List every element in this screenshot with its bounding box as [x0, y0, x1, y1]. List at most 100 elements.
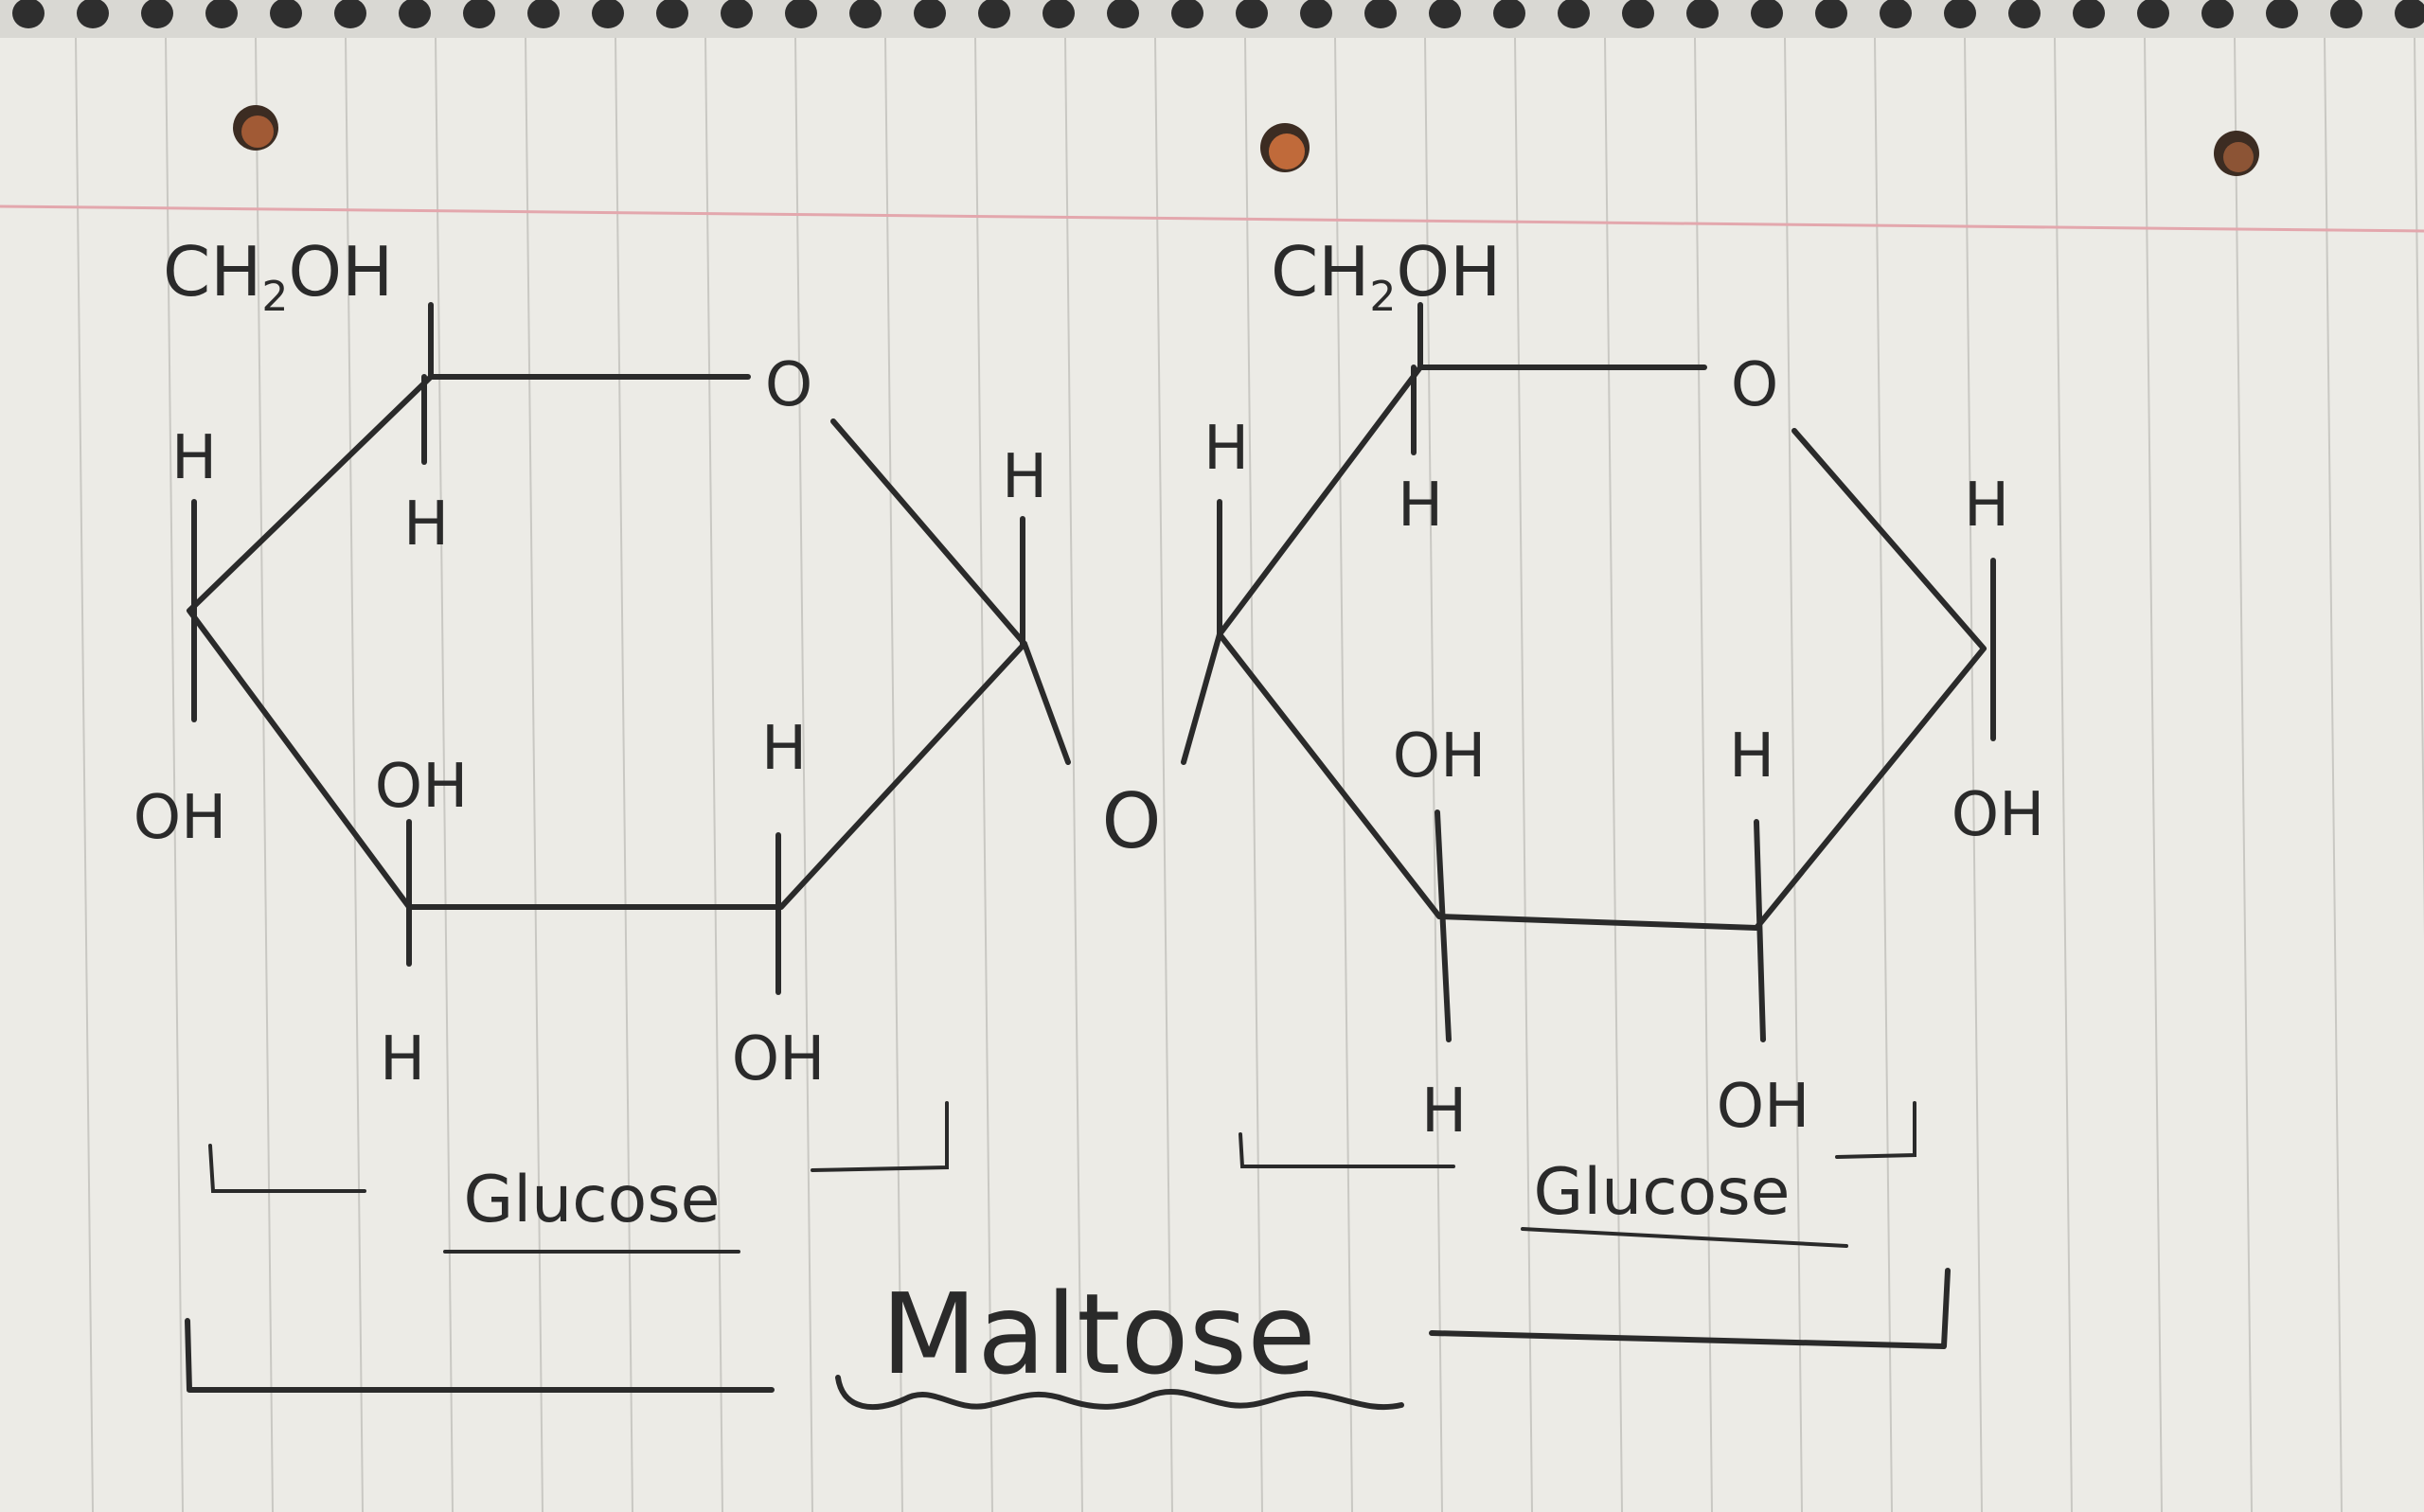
right-c1-bottom-oh: OH — [1952, 780, 2045, 850]
right-c5-h: H — [1398, 471, 1443, 541]
spiral-hole — [656, 0, 688, 28]
right-c2-vertical-bond — [1754, 819, 1766, 1042]
ruled-line — [704, 37, 723, 1512]
left-c4-top-h: H — [171, 423, 217, 493]
spiral-hole — [1815, 0, 1847, 28]
ruled-line — [435, 37, 454, 1512]
spiral-hole — [1236, 0, 1268, 28]
ruled-line — [1154, 37, 1173, 1512]
right-ring-oxygen: O — [1731, 350, 1778, 420]
spiral-hole — [785, 0, 817, 28]
spiral-hole — [1364, 0, 1397, 28]
ruled-line — [165, 37, 184, 1512]
spiral-hole — [978, 0, 1010, 28]
spiral-hole — [1558, 0, 1590, 28]
spiral-hole — [2073, 0, 2105, 28]
ruled-lines — [75, 37, 2424, 1512]
spiral-hole — [12, 0, 45, 28]
ruled-line — [525, 37, 544, 1512]
spiral-hole — [205, 0, 238, 28]
right-ch2oh-label: CH2OH — [1271, 232, 1501, 321]
ruled-line — [615, 37, 633, 1512]
ruled-line — [1964, 37, 1983, 1512]
ruled-line — [1514, 37, 1533, 1512]
spiral-hole — [1171, 0, 1203, 28]
right-ring-bonds — [1217, 365, 1987, 931]
right-c2-top-h: H — [1729, 721, 1774, 792]
right-glucose-bracket — [1239, 1101, 1916, 1168]
ruled-line — [345, 37, 364, 1512]
spiral-hole — [1686, 0, 1719, 28]
ruled-line — [884, 37, 903, 1512]
spiral-hole — [1622, 0, 1654, 28]
right-c4-glycosidic-bond — [1181, 631, 1222, 765]
left-ch2oh-label: CH2OH — [163, 232, 393, 321]
spiral-hole — [1493, 0, 1525, 28]
spiral-hole — [849, 0, 882, 28]
ruled-line — [2234, 37, 2253, 1512]
spiral-hole — [1107, 0, 1139, 28]
spiral-hole — [2137, 0, 2169, 28]
ruled-line — [2054, 37, 2073, 1512]
left-ring-bonds — [187, 374, 1027, 910]
spiral-hole — [334, 0, 366, 28]
right-glucose-underline — [1521, 1227, 1848, 1248]
left-c3-bottom-h: H — [380, 1024, 425, 1094]
right-c1-top-h: H — [1964, 471, 2009, 541]
left-c5-h: H — [403, 489, 449, 560]
ruled-line — [75, 37, 94, 1512]
spiral-hole — [77, 0, 109, 28]
left-c1-glycosidic-bond — [1022, 641, 1071, 765]
left-glucose-bracket — [208, 1101, 949, 1193]
spiral-hole — [1043, 0, 1075, 28]
left-glucose-ring — [187, 302, 1071, 995]
spiral-hole — [1944, 0, 1976, 28]
spiral-hole — [914, 0, 946, 28]
left-c3-top-oh: OH — [375, 752, 469, 822]
left-c1-h: H — [1002, 442, 1047, 512]
margin-line — [0, 205, 2424, 233]
spiral-hole — [399, 0, 431, 28]
spiral-hole — [527, 0, 560, 28]
ruled-line — [1244, 37, 1263, 1512]
spiral-hole — [270, 0, 302, 28]
maltose-wavy-underline — [835, 1375, 1404, 1411]
spiral-hole — [1880, 0, 1912, 28]
ruled-line — [2414, 37, 2424, 939]
ruled-line — [2324, 37, 2343, 1512]
ruled-line — [1784, 37, 1803, 1512]
right-c3-vertical-bond — [1435, 809, 1452, 1042]
spiral-hole — [2266, 0, 2298, 28]
ruled-line — [1604, 37, 1623, 1512]
ruled-line — [794, 37, 813, 1512]
spiral-binding — [12, 0, 2424, 28]
spiral-hole — [2395, 0, 2424, 28]
glycosidic-oxygen: O — [1102, 777, 1162, 865]
left-c4-oh: OH — [134, 783, 227, 853]
right-glucose-ring — [1181, 302, 1996, 1042]
spiral-hole — [1300, 0, 1332, 28]
ruled-line — [974, 37, 993, 1512]
ruled-line — [1334, 37, 1353, 1512]
ruled-line — [1064, 37, 1083, 1512]
maltose-bracket — [185, 1268, 1951, 1393]
right-c3-bottom-h: H — [1421, 1076, 1467, 1147]
ruled-line — [255, 37, 274, 1512]
spiral-hole — [1429, 0, 1461, 28]
left-c2-top-h: H — [761, 714, 807, 784]
left-c2-bottom-oh: OH — [732, 1024, 826, 1094]
spiral-hole — [721, 0, 753, 28]
spiral-hole — [1751, 0, 1783, 28]
ruled-line — [2144, 37, 2163, 1512]
left-ring-oxygen: O — [765, 350, 812, 420]
spiral-hole — [592, 0, 624, 28]
right-c4-h: H — [1203, 414, 1249, 484]
spiral-hole — [463, 0, 495, 28]
spiral-hole — [141, 0, 173, 28]
right-c2-bottom-oh: OH — [1717, 1072, 1810, 1142]
maltose-label: Maltose — [881, 1269, 1315, 1399]
spiral-hole — [2330, 0, 2362, 28]
